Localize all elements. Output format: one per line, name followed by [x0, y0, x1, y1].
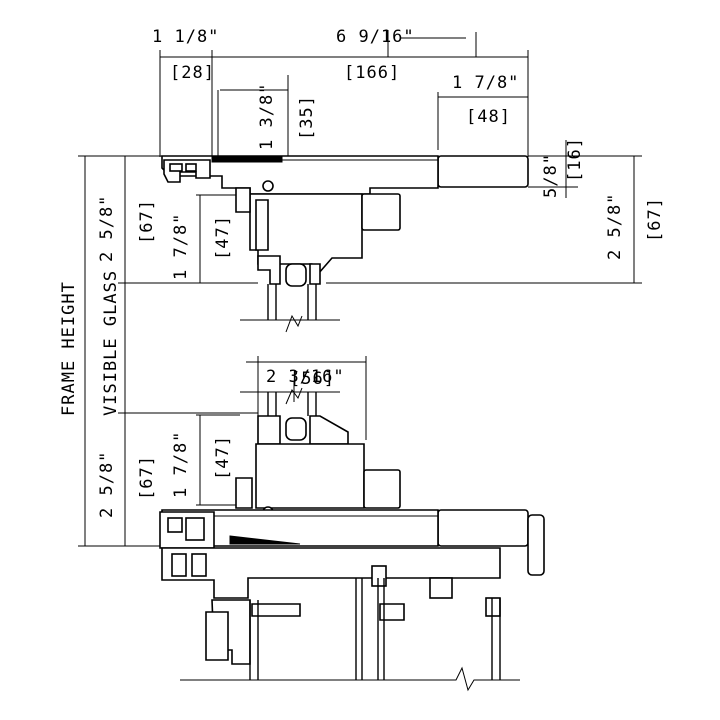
dim-trim-mm: [48] — [466, 107, 511, 127]
label-frame-height: FRAME HEIGHT — [59, 281, 79, 416]
head-section — [161, 155, 529, 287]
dim-top-frame-in: 1 1/8" — [152, 27, 219, 47]
dim-trim-thickness-in: 5/8" — [541, 153, 561, 198]
dim-sash-depth-mm: [35] — [297, 95, 317, 140]
dim-sill-height-mm: [67] — [137, 455, 157, 500]
dim-sash-depth-in: 1 3/8" — [257, 83, 277, 150]
dimension-lines — [78, 30, 642, 547]
dim-head-height-right-in: 2 5/8" — [605, 193, 625, 260]
sill-section — [159, 415, 545, 692]
dim-head-height-left-in: 2 5/8" — [97, 195, 117, 262]
dim-glass-width-mm: [56] — [290, 369, 335, 389]
dim-head-height-left-mm: [67] — [137, 199, 157, 244]
dim-overall-depth-mm: [166] — [344, 63, 400, 83]
dim-trim-in: 1 7/8" — [452, 73, 519, 93]
dimension-text: 1 1/8" [28] 6 9/16" [166] 1 7/8" [48] 2 … — [59, 27, 665, 518]
dim-head-sash-mm: [47] — [213, 215, 233, 260]
glass-panes — [240, 284, 340, 416]
dim-sill-sash-in: 1 7/8" — [171, 431, 191, 498]
dim-head-sash-in: 1 7/8" — [171, 213, 191, 280]
dim-top-frame-mm: [28] — [170, 63, 215, 83]
dim-sill-height-in: 2 5/8" — [97, 451, 117, 518]
dim-glass-width-in: 2 3/16" — [266, 367, 345, 387]
dim-sill-sash-mm: [47] — [213, 435, 233, 480]
dim-overall-depth-in: 6 9/16" — [336, 27, 415, 47]
dim-trim-thickness-mm: [16] — [565, 137, 585, 182]
label-visible-glass: VISIBLE GLASS — [101, 270, 121, 416]
dim-head-height-right-mm: [67] — [645, 197, 665, 242]
